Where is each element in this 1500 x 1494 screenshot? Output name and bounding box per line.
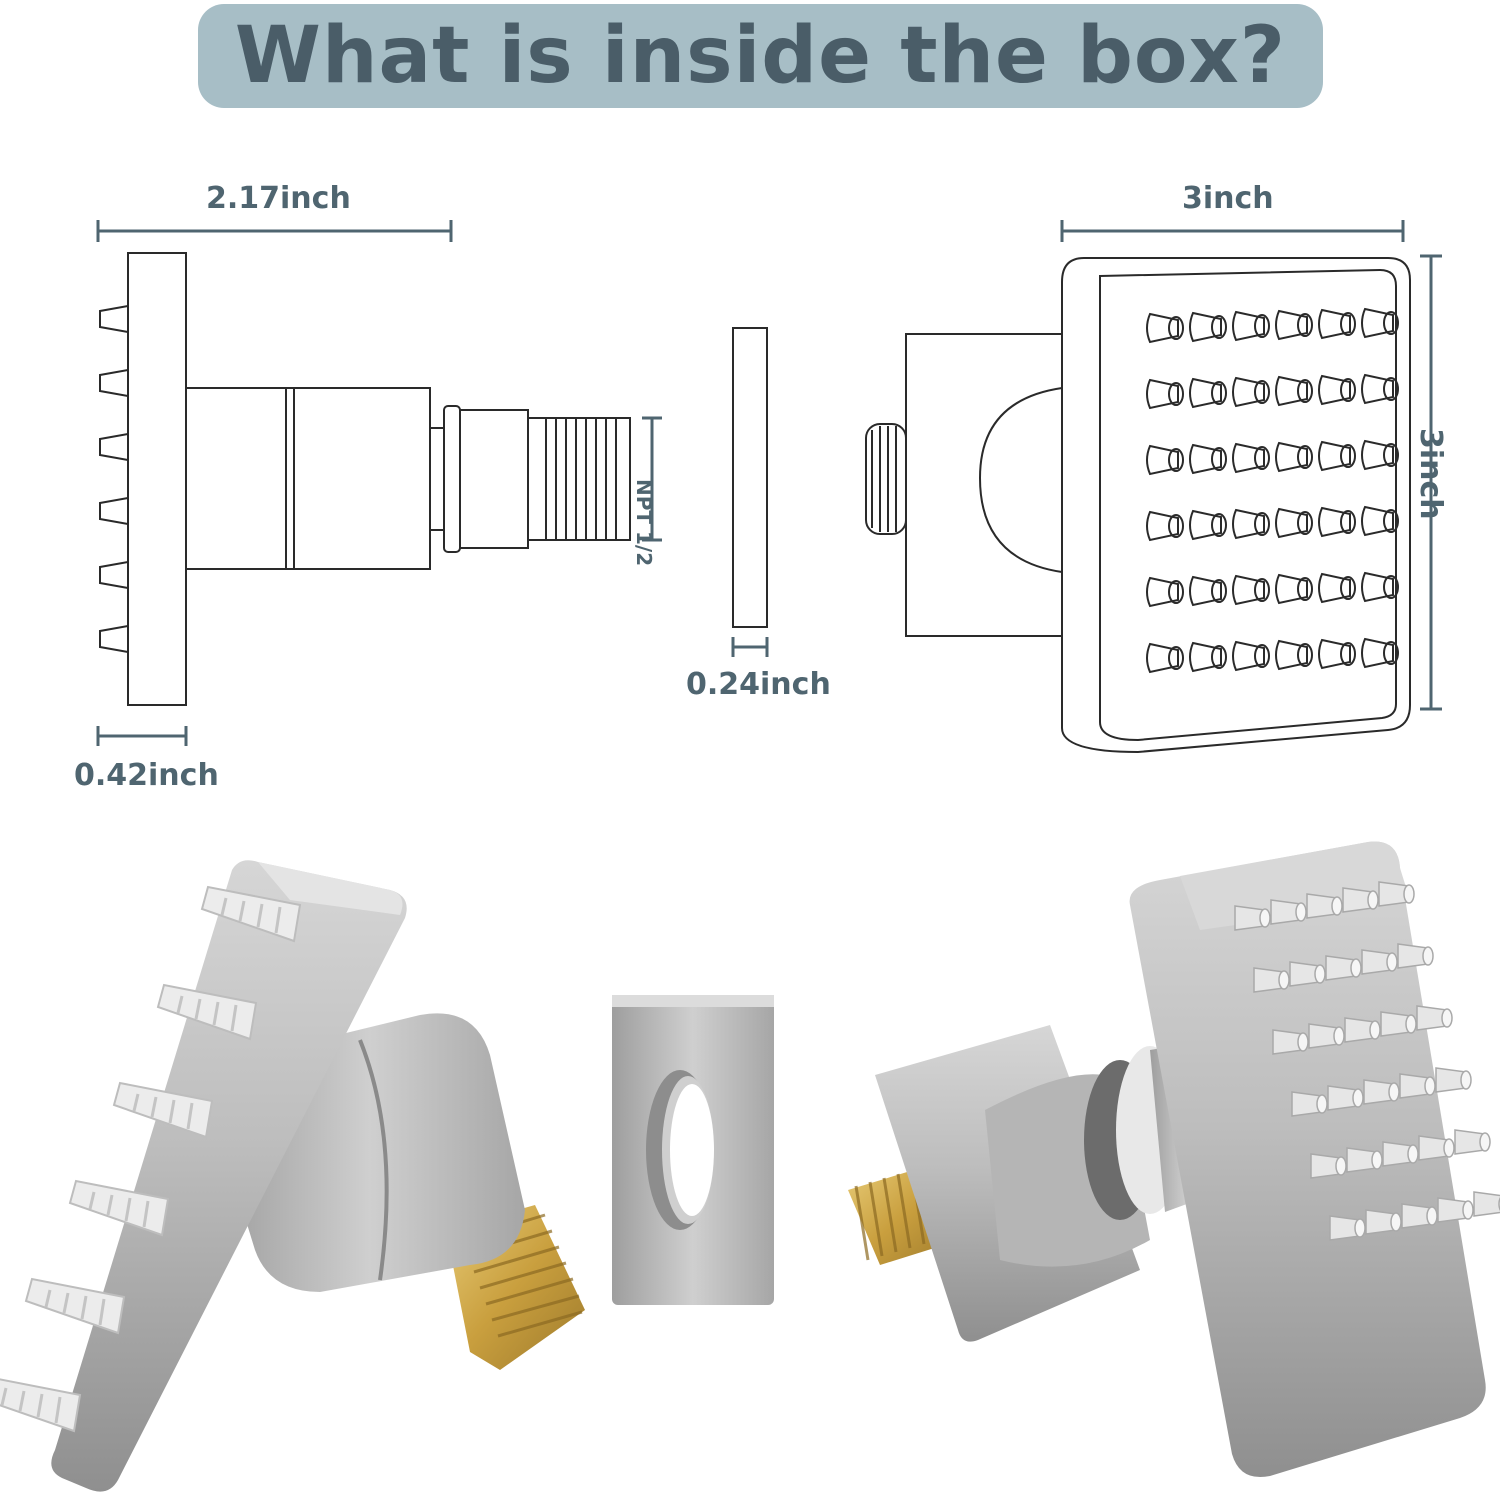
dimension-washer-thickness: 0.24inch xyxy=(686,667,831,702)
nozzle xyxy=(1378,881,1415,907)
page-title: What is inside the box? xyxy=(234,11,1287,101)
nozzle-outline xyxy=(1232,640,1270,672)
nozzle xyxy=(1380,1011,1417,1037)
nozzle xyxy=(1306,893,1343,919)
nozzle-outline xyxy=(1146,378,1184,410)
nozzle xyxy=(1473,1191,1500,1217)
nozzle xyxy=(156,983,258,1041)
nozzle-outline xyxy=(1146,510,1184,542)
nozzle xyxy=(0,1378,82,1433)
dimension-flange-thickness: 0.42inch xyxy=(74,758,219,793)
nozzle xyxy=(1363,1079,1400,1105)
nozzle-grid xyxy=(1146,307,1399,674)
side-jet-nozzles xyxy=(0,885,302,1433)
nozzle xyxy=(1397,943,1434,969)
front-view-drawing xyxy=(865,257,1411,754)
nozzle-outline xyxy=(1361,307,1399,339)
nozzle-stubs xyxy=(99,305,129,653)
nozzle xyxy=(200,885,302,943)
nozzle-outline xyxy=(1275,639,1313,671)
nozzle xyxy=(1454,1129,1491,1155)
nozzle xyxy=(1253,967,1290,993)
nozzle-outline xyxy=(1275,375,1313,407)
nozzle-outline xyxy=(1146,444,1184,476)
square-jet-photo xyxy=(848,841,1500,1478)
nozzle xyxy=(1382,1141,1419,1167)
square-jet-face xyxy=(1129,841,1486,1478)
nozzle-outline xyxy=(1318,572,1356,604)
nozzle-outline xyxy=(1189,311,1227,343)
thread-lines xyxy=(545,418,617,540)
nozzle-outline xyxy=(1361,571,1399,603)
nozzle xyxy=(1361,949,1398,975)
dimension-lines xyxy=(96,220,1442,746)
side-jet-photo xyxy=(0,860,585,1492)
nozzle xyxy=(1365,1209,1402,1235)
washer-photo xyxy=(612,995,774,1305)
nozzle-outline xyxy=(1146,642,1184,674)
nozzle xyxy=(112,1081,214,1139)
dimension-side-width: 2.17inch xyxy=(206,181,351,216)
nozzle-outline xyxy=(1361,373,1399,405)
washer-drawing xyxy=(732,327,768,628)
nozzle xyxy=(1346,1147,1383,1173)
dimension-thread-size: NPT 1/2 xyxy=(632,479,656,567)
nozzle xyxy=(1344,1017,1381,1043)
nozzle-outline xyxy=(1275,441,1313,473)
nozzle xyxy=(1342,887,1379,913)
nozzle xyxy=(1418,1135,1455,1161)
nozzle-outline xyxy=(1318,638,1356,670)
nozzle-outline xyxy=(1232,508,1270,540)
dimension-face-height: 3inch xyxy=(1413,428,1448,520)
title-banner: What is inside the box? xyxy=(198,4,1323,108)
side-view-drawing xyxy=(99,252,631,706)
nozzle-outline xyxy=(1232,376,1270,408)
nozzle-outline xyxy=(1361,439,1399,471)
nozzle-outline xyxy=(1189,443,1227,475)
nozzle-outline xyxy=(1189,377,1227,409)
nozzle xyxy=(1289,961,1326,987)
nozzle-outline xyxy=(1275,573,1313,605)
nozzle-outline xyxy=(1275,309,1313,341)
nozzle-outline xyxy=(1318,374,1356,406)
square-jet-face-nozzles xyxy=(1234,881,1500,1241)
nozzle xyxy=(1416,1005,1453,1031)
nozzle xyxy=(1308,1023,1345,1049)
nozzle-outline xyxy=(1232,442,1270,474)
nozzle-outline xyxy=(1189,575,1227,607)
nozzle xyxy=(1291,1091,1328,1117)
rear-thread-lines xyxy=(871,426,897,532)
nozzle-outline xyxy=(1146,312,1184,344)
nozzle xyxy=(1234,905,1271,931)
nozzle xyxy=(1437,1197,1474,1223)
nozzle-outline xyxy=(1361,637,1399,669)
nozzle xyxy=(1310,1153,1347,1179)
nozzle-outline xyxy=(1146,576,1184,608)
nozzle-outline xyxy=(1232,310,1270,342)
nozzle-outline xyxy=(1189,509,1227,541)
nozzle xyxy=(24,1277,126,1335)
nozzle xyxy=(1272,1029,1309,1055)
nozzle xyxy=(1270,899,1307,925)
side-jet-flange xyxy=(51,860,407,1492)
nozzle-outline xyxy=(1361,505,1399,537)
nozzle-outline xyxy=(1318,440,1356,472)
nozzle xyxy=(1325,955,1362,981)
nozzle xyxy=(1399,1073,1436,1099)
nozzle-outline xyxy=(1275,507,1313,539)
nozzle-outline xyxy=(1318,308,1356,340)
nozzle xyxy=(1329,1215,1366,1241)
nozzle xyxy=(68,1179,170,1237)
nozzle xyxy=(1435,1067,1472,1093)
nozzle-outline xyxy=(1232,574,1270,606)
nozzle-outline xyxy=(1318,506,1356,538)
dimension-face-width: 3inch xyxy=(1182,181,1274,216)
nozzle xyxy=(1327,1085,1364,1111)
nozzle xyxy=(1401,1203,1438,1229)
nozzle-outline xyxy=(1189,641,1227,673)
